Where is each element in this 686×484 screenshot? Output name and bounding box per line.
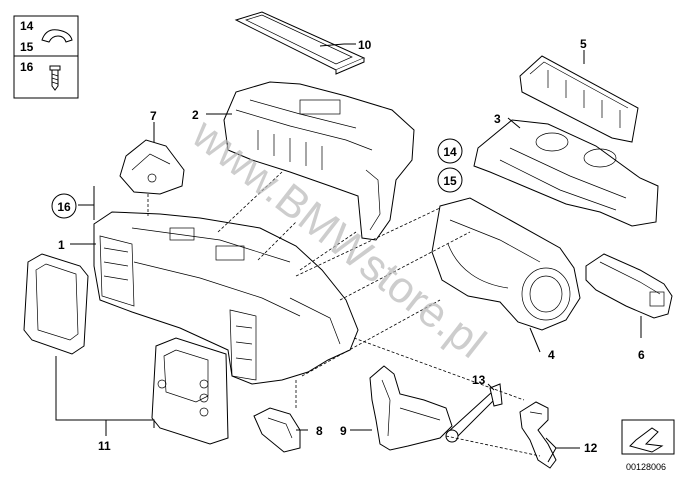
callout-4: 4 xyxy=(548,348,555,362)
legend-box: 14 15 16 xyxy=(13,15,79,99)
callout-12: 12 xyxy=(584,441,598,455)
part-3-lower-housing xyxy=(473,119,659,227)
part-2-upper-housing xyxy=(223,81,415,241)
part-12-lever xyxy=(519,401,557,469)
catalog-code: 00128006 xyxy=(626,462,666,472)
callout-circled-15: 15 xyxy=(443,174,457,188)
callout-9: 9 xyxy=(340,424,347,438)
callout-1: 1 xyxy=(58,238,65,252)
callout-circled-14: 14 xyxy=(443,145,457,159)
part-9-bracket xyxy=(369,365,453,451)
circle-15 xyxy=(437,167,463,193)
part-11-gaskets xyxy=(23,253,229,445)
part-10-filter-frame xyxy=(234,11,366,75)
callout-circled-16: 16 xyxy=(57,200,71,214)
callouts: 10 2 3 5 7 1 4 6 8 9 11 13 12 14 15 16 xyxy=(51,37,645,455)
legend-label-16: 16 xyxy=(20,60,34,74)
part-13-rod xyxy=(445,383,503,443)
assembly-lines xyxy=(147,171,541,457)
callout-13: 13 xyxy=(472,373,486,387)
callout-7: 7 xyxy=(150,109,157,123)
leader-lines xyxy=(55,43,642,463)
screw-icon xyxy=(49,65,61,91)
callout-3: 3 xyxy=(494,112,501,126)
callout-11: 11 xyxy=(98,439,111,453)
callout-10: 10 xyxy=(358,38,372,52)
part-4-blower xyxy=(431,197,581,331)
part-1-main-housing xyxy=(93,211,359,385)
part-6-small-housing xyxy=(585,253,673,319)
arrow-icon xyxy=(629,427,664,453)
direction-box xyxy=(621,419,675,455)
legend-label-15: 15 xyxy=(20,40,34,54)
part-8-bracket xyxy=(253,407,301,453)
callout-6: 6 xyxy=(638,348,645,362)
callout-5: 5 xyxy=(580,37,587,51)
legend-label-14: 14 xyxy=(20,19,34,33)
part-7-cover xyxy=(119,139,185,195)
callout-2: 2 xyxy=(192,108,199,122)
circle-14 xyxy=(437,138,463,164)
circle-16 xyxy=(51,193,77,219)
callout-8: 8 xyxy=(316,424,323,438)
part-5-grille xyxy=(519,55,639,143)
clip-icon xyxy=(41,29,73,43)
